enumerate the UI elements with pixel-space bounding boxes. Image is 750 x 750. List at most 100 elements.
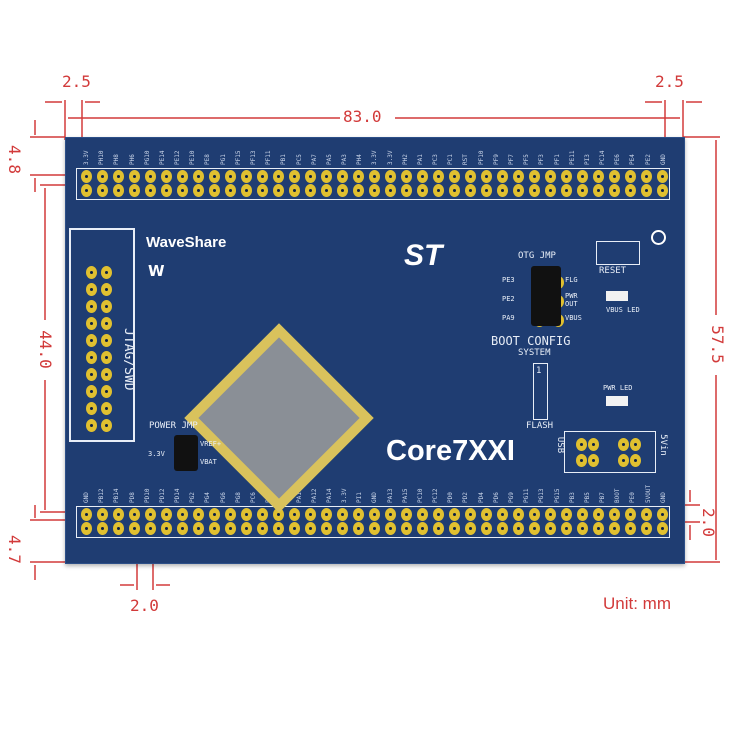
top-header-pin: [369, 170, 380, 183]
boot-index: 1: [536, 366, 542, 376]
top-header-pin: [577, 170, 588, 183]
bottom-header-pin: [113, 508, 124, 521]
waveshare-logo-icon: W: [148, 262, 165, 280]
bottom-header-pin: [337, 522, 348, 535]
top-header-pin: [257, 184, 268, 197]
top-header-pin: [417, 170, 428, 183]
top-header-pin: [257, 170, 268, 183]
top-header-pin: [449, 170, 460, 183]
top-header-pin: [385, 170, 396, 183]
right-pitch-dimension: 2.0: [698, 508, 718, 537]
bottom-header-pin: [241, 522, 252, 535]
top-pin-label: PC1: [447, 154, 455, 165]
bottom-header-pin: [465, 508, 476, 521]
bottom-header-pin: [625, 522, 636, 535]
mcu-chip: [198, 337, 360, 499]
bottom-header-pin: [529, 508, 540, 521]
top-header-pin: [273, 170, 284, 183]
otg-left-1: PE3: [502, 276, 515, 284]
bottom-pin-label: PD0: [447, 492, 455, 503]
power-select-pin: [630, 454, 641, 467]
bottom-header-pin: [353, 522, 364, 535]
top-header-pin: [193, 170, 204, 183]
top-pin-label: PF11: [265, 150, 273, 165]
jtag-label: JTAG/SWD: [121, 328, 136, 391]
reset-label: RESET: [599, 266, 627, 276]
top-pin-label: PA3: [341, 154, 349, 165]
top-header-pin: [97, 170, 108, 183]
bottom-pin-label: PC10: [416, 488, 424, 503]
bottom-header-pin: [81, 508, 92, 521]
top-header-pin: [97, 184, 108, 197]
top-pin-label: 3.3V: [371, 150, 379, 165]
bottom-header-pin: [129, 522, 140, 535]
top-header-pin: [225, 170, 236, 183]
bottom-header-pin: [417, 522, 428, 535]
top-header-pin: [337, 170, 348, 183]
top-header-pin: [609, 184, 620, 197]
top-pin-label: PC5: [295, 154, 303, 165]
jtag-pin: [101, 419, 112, 432]
top-header-pin: [641, 170, 652, 183]
top-header-pin: [513, 184, 524, 197]
bottom-header-pin: [561, 522, 572, 535]
left-margin-dimension: 2.5: [62, 72, 91, 91]
top-header-pin: [433, 184, 444, 197]
top-pin-label: PH8: [113, 154, 121, 165]
bottom-header-pin: [369, 522, 380, 535]
boot-switch: [533, 363, 548, 420]
bottom-header-pin: [337, 508, 348, 521]
bottom-pin-label: PG4: [204, 492, 212, 503]
jtag-pin: [86, 419, 97, 432]
top-header-pin: [593, 184, 604, 197]
top-header-pin: [433, 170, 444, 183]
bottom-header-pin: [513, 522, 524, 535]
jtag-pin: [101, 385, 112, 398]
top-pin-label: PA5: [325, 154, 333, 165]
otg-jmp-title: OTG JMP: [518, 251, 556, 261]
bottom-pin-label: PG8: [234, 492, 242, 503]
bottom-pin-label: PB12: [98, 488, 106, 503]
power-select-pin: [576, 438, 587, 451]
bottom-header-pin: [129, 508, 140, 521]
bottom-header-pin: [561, 508, 572, 521]
bottom-pin-label: PG2: [189, 492, 197, 503]
top-header-pin: [337, 184, 348, 197]
top-header-pin: [129, 184, 140, 197]
bottom-header-pin: [321, 522, 332, 535]
otg-left-3: PA9: [502, 314, 515, 322]
bottom-pin-label: PD10: [143, 488, 151, 503]
bottom-pin-label: PD4: [477, 492, 485, 503]
top-header-pin: [417, 184, 428, 197]
bottom-header-pin: [593, 522, 604, 535]
bottom-header-pin: [577, 522, 588, 535]
top-header-pin: [353, 184, 364, 197]
top-pin-label: PF1: [553, 154, 561, 165]
bottom-pin-label: GND: [371, 492, 379, 503]
jtag-pin: [101, 351, 112, 364]
top-header-pin: [529, 170, 540, 183]
top-pin-label: PG10: [143, 150, 151, 165]
top-pin-label: PE10: [189, 150, 197, 165]
jtag-pin: [101, 317, 112, 330]
bottom-header-pin: [161, 522, 172, 535]
top-pin-label: PH4: [356, 154, 364, 165]
top-header-pin: [545, 184, 556, 197]
top-header-pin: [625, 170, 636, 183]
bottom-header-pin: [513, 508, 524, 521]
top-header-pin: [81, 184, 92, 197]
top-pin-label: PF13: [249, 150, 257, 165]
bottom-header-pin: [305, 522, 316, 535]
bottom-header-pin: [401, 508, 412, 521]
bottom-pin-label: PI1: [356, 492, 364, 503]
bottom-header-pin: [529, 522, 540, 535]
jtag-pin: [101, 368, 112, 381]
bottom-pin-label: PB14: [113, 488, 121, 503]
top-header-pin: [289, 170, 300, 183]
bottom-pin-label: PD14: [174, 488, 182, 503]
top-pin-label: PF3: [538, 154, 546, 165]
bottom-header-outline: [76, 506, 670, 538]
jtag-connector: [69, 228, 135, 442]
jtag-pin: [86, 402, 97, 415]
